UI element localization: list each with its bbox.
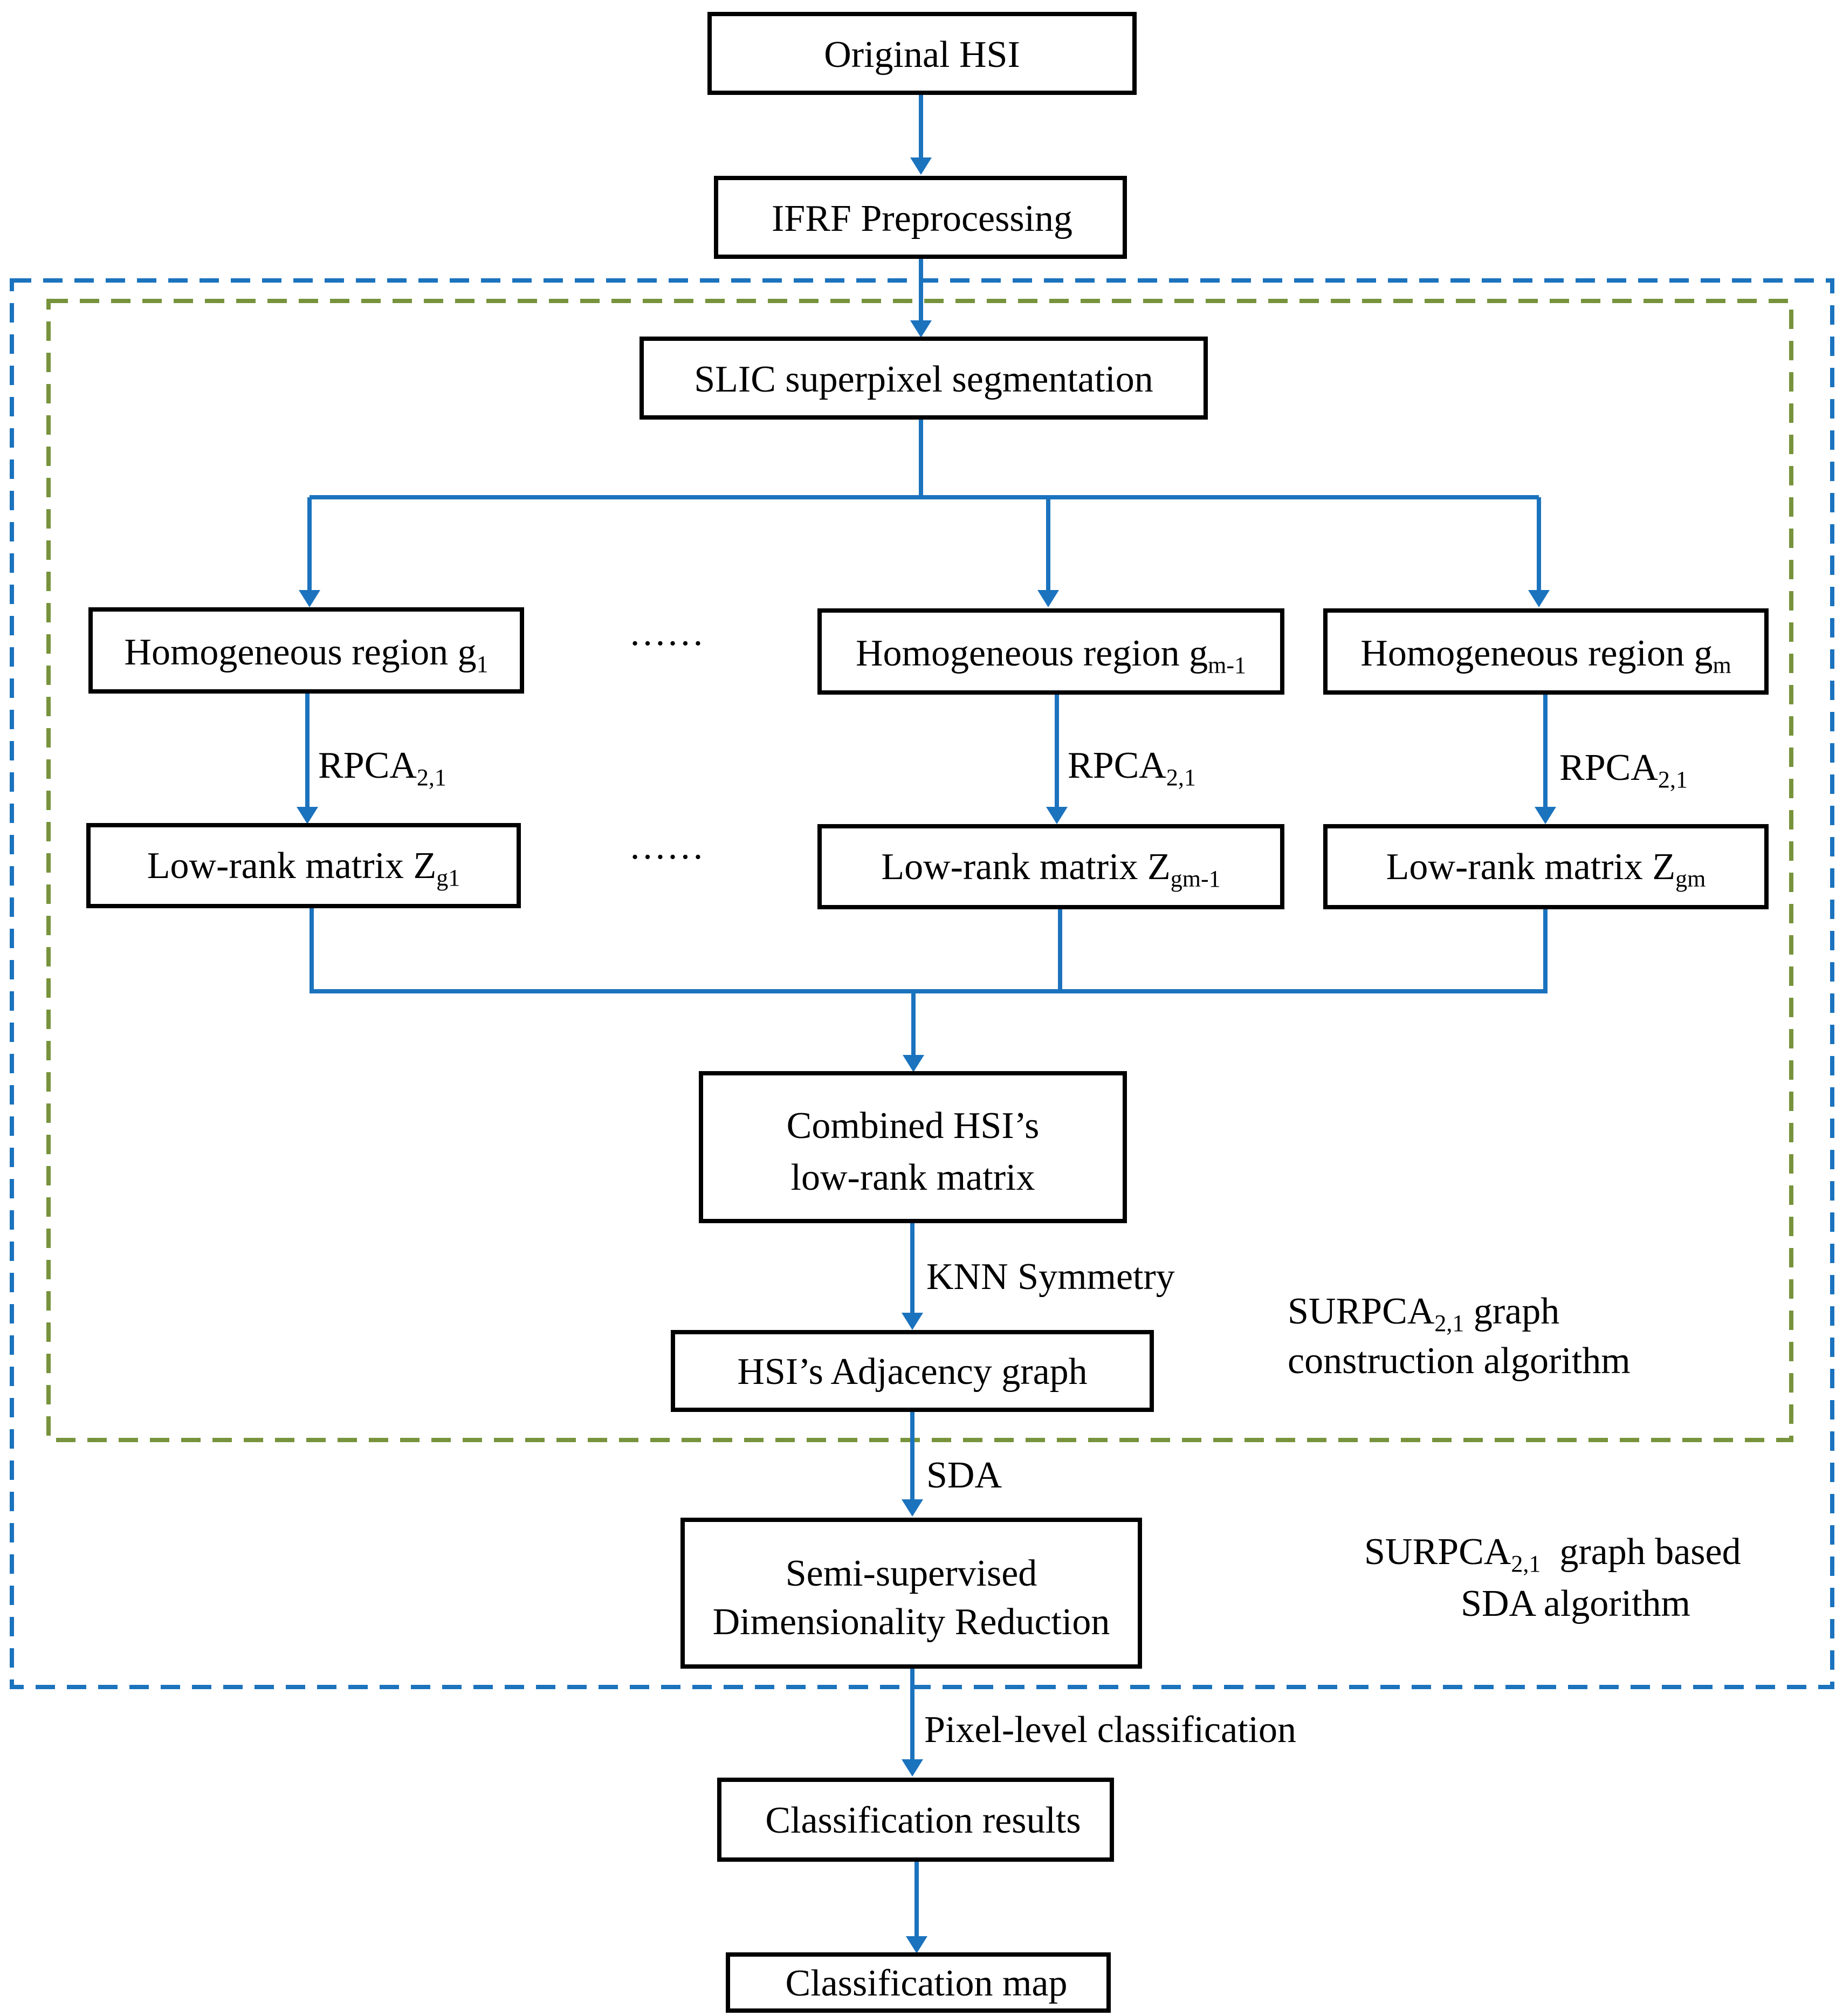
blue-caption-subscript: 2,1 (1511, 1551, 1541, 1577)
node-region-gm: Homogeneous region gm (1323, 608, 1769, 695)
node-region-g1: Homogeneous region g1 (88, 607, 524, 694)
arrowheads (297, 157, 1556, 1953)
node-results-label: Classification results (765, 1800, 1081, 1841)
lowrank-gm-subscript: gm (1675, 866, 1706, 892)
node-ssdr-line2: Dimensionality Reduction (713, 1601, 1110, 1643)
node-lowrank-g1: Low-rank matrix Zg1 (86, 823, 521, 908)
inner-frame-graph-construction (46, 299, 1793, 1442)
node-adjacency-graph: HSI’s Adjacency graph (671, 1330, 1154, 1412)
node-classification-results: Classification results (717, 1778, 1114, 1862)
arrowhead-lowrank-gm1 (1046, 807, 1068, 824)
rpca-g1-text: RPCA (318, 745, 417, 786)
arrowhead-region-gm (1528, 590, 1550, 607)
lowrank-g1-text: Low-rank matrix Z (147, 845, 436, 887)
arrowhead-results (902, 1759, 923, 1777)
arrowhead-region-gm1 (1037, 590, 1059, 607)
pixel-classification-label: Pixel-level classification (924, 1709, 1296, 1751)
knn-symmetry-label: KNN Symmetry (926, 1256, 1175, 1298)
rpca-label-g1: RPCA2,1 (318, 745, 446, 791)
node-map-label: Classification map (786, 1963, 1068, 2004)
ellipsis-regions: …… (629, 612, 704, 654)
region-gm-subscript: m (1713, 652, 1731, 678)
ellipsis-lowrank: …… (629, 826, 704, 867)
blue-caption-after: graph based (1541, 1531, 1741, 1573)
blue-frame-caption-line1: SURPCA2,1 graph based (1364, 1531, 1741, 1577)
node-combined-line2: low-rank matrix (791, 1157, 1035, 1198)
blue-caption-text: SURPCA (1364, 1531, 1511, 1573)
node-lowrank-gm1-label: Low-rank matrix Zgm-1 (881, 846, 1220, 892)
node-slic-label: SLIC superpixel segmentation (694, 359, 1153, 400)
arrowhead-ssdr (902, 1499, 923, 1517)
node-ifrf-preprocessing: IFRF Preprocessing (714, 176, 1127, 259)
green-caption-text: SURPCA (1288, 1291, 1435, 1332)
rpca-gm1-subscript: 2,1 (1166, 764, 1196, 791)
blue-frame-caption-line2: SDA algorithm (1461, 1583, 1690, 1624)
lowrank-g1-subscript: g1 (436, 865, 460, 891)
rpca-gm-text: RPCA (1559, 747, 1658, 788)
node-region-g1-label: Homogeneous region g1 (124, 632, 488, 677)
region-g1-subscript: 1 (477, 651, 489, 677)
rpca-gm-subscript: 2,1 (1658, 766, 1688, 793)
node-classification-map: Classification map (726, 1952, 1111, 2013)
edges (305, 94, 1548, 1939)
rpca-label-gm1: RPCA2,1 (1068, 745, 1196, 791)
arrowhead-ifrf (910, 157, 932, 175)
rpca-label-gm: RPCA2,1 (1559, 747, 1688, 793)
green-caption-subscript: 2,1 (1434, 1310, 1464, 1336)
node-combined-line1: Combined HSI’s (787, 1105, 1040, 1147)
node-region-gm-1: Homogeneous region gm-1 (817, 608, 1284, 695)
region-gm1-subscript: m-1 (1208, 652, 1246, 678)
region-gm1-text: Homogeneous region g (856, 633, 1208, 674)
node-combined-lowrank: Combined HSI’s low-rank matrix (699, 1071, 1127, 1223)
node-region-gm1-label: Homogeneous region gm-1 (856, 633, 1246, 678)
node-region-gm-label: Homogeneous region gm (1360, 633, 1731, 678)
green-frame-caption-line2: construction algorithm (1288, 1340, 1631, 1382)
node-original-hsi: Original HSI (707, 12, 1137, 95)
rpca-g1-subscript: 2,1 (417, 764, 446, 791)
node-original-hsi-label: Original HSI (824, 34, 1020, 76)
region-g1-text: Homogeneous region g (124, 632, 476, 673)
node-lowrank-gm-1: Low-rank matrix Zgm-1 (817, 824, 1284, 909)
arrowhead-combined (903, 1055, 924, 1072)
arrowhead-adjacency (902, 1313, 923, 1330)
green-frame-caption-line1: SURPCA2,1 graph (1288, 1291, 1559, 1336)
sda-label: SDA (926, 1455, 1002, 1496)
node-lowrank-gm-label: Low-rank matrix Zgm (1386, 846, 1706, 892)
lowrank-gm1-subscript: gm-1 (1171, 866, 1221, 892)
node-semi-supervised-dr: Semi-supervised Dimensionality Reduction (680, 1518, 1142, 1669)
node-adjacency-label: HSI’s Adjacency graph (737, 1351, 1087, 1393)
node-lowrank-gm: Low-rank matrix Zgm (1323, 824, 1769, 909)
node-ifrf-label: IFRF Preprocessing (772, 198, 1072, 239)
lowrank-gm-text: Low-rank matrix Z (1386, 846, 1675, 888)
rpca-gm1-text: RPCA (1068, 745, 1166, 786)
green-caption-after: graph (1464, 1291, 1559, 1332)
arrowhead-region-g1 (299, 590, 320, 607)
arrowhead-lowrank-gm (1535, 807, 1556, 824)
region-gm-text: Homogeneous region g (1360, 633, 1713, 674)
arrowhead-lowrank-g1 (297, 807, 318, 824)
node-ssdr-line1: Semi-supervised (786, 1553, 1037, 1594)
arrowhead-slic (910, 320, 932, 338)
node-lowrank-g1-label: Low-rank matrix Zg1 (147, 845, 460, 891)
arrowhead-map (906, 1936, 927, 1953)
node-slic-segmentation: SLIC superpixel segmentation (639, 337, 1208, 420)
lowrank-gm1-text: Low-rank matrix Z (881, 846, 1170, 888)
